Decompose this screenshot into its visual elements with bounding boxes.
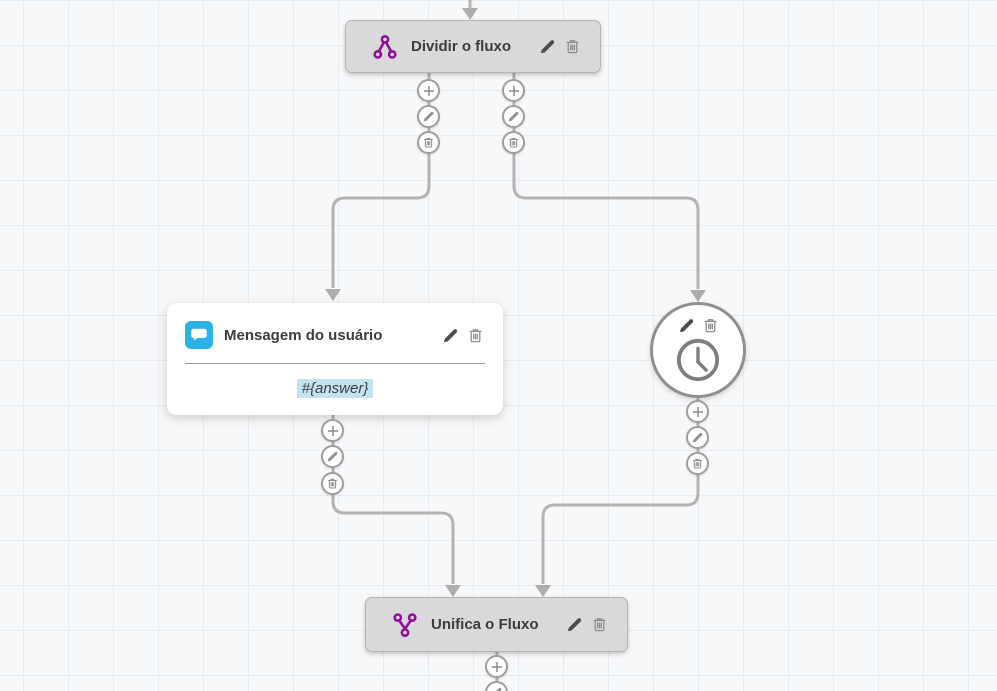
card-divider [185, 363, 485, 364]
trash-icon[interactable] [592, 617, 607, 632]
trash-icon[interactable] [565, 39, 580, 54]
arrowhead-into-timer [690, 290, 706, 302]
port-add-button[interactable] [502, 79, 525, 102]
port-edit-button[interactable] [321, 445, 344, 468]
port-edit-button[interactable] [502, 105, 525, 128]
arrowhead-into-split [462, 8, 478, 20]
node-split-flow[interactable]: Dividir o fluxo [345, 20, 601, 73]
wire-split-to-timer [512, 73, 700, 289]
trash-icon[interactable] [703, 318, 718, 333]
node-timer[interactable] [650, 302, 746, 398]
clock-icon [675, 337, 721, 383]
split-flow-icon [372, 34, 398, 60]
port-add-button[interactable] [485, 655, 508, 678]
port-delete-button[interactable] [502, 131, 525, 154]
port-add-button[interactable] [321, 419, 344, 442]
edit-icon[interactable] [540, 39, 555, 54]
message-variable-chip[interactable]: #{answer} [296, 378, 374, 398]
chat-bubble-icon [185, 321, 213, 349]
port-add-button[interactable] [417, 79, 440, 102]
trash-icon[interactable] [468, 328, 483, 343]
node-merge-flow[interactable]: Unifica o Fluxo [365, 597, 628, 652]
port-edit-button[interactable] [417, 105, 440, 128]
wire-timer-to-merge [541, 398, 700, 584]
node-title: Dividir o fluxo [411, 38, 512, 55]
arrowhead-into-message [325, 289, 341, 301]
wire-message-to-merge [331, 415, 455, 584]
edit-icon[interactable] [567, 617, 582, 632]
node-user-message[interactable]: Mensagem do usuário #{answer} [167, 303, 503, 415]
node-title: Mensagem do usuário [224, 326, 383, 344]
arrowhead-into-merge-left [445, 585, 461, 597]
arrowhead-into-merge-right [535, 585, 551, 597]
node-title: Unifica o Fluxo [431, 616, 539, 633]
port-edit-button[interactable] [686, 426, 709, 449]
port-delete-button[interactable] [686, 452, 709, 475]
edit-icon[interactable] [679, 318, 694, 333]
port-delete-button[interactable] [417, 131, 440, 154]
edit-icon[interactable] [443, 328, 458, 343]
merge-flow-icon [392, 612, 418, 638]
wire-split-to-message [331, 73, 431, 288]
port-delete-button[interactable] [321, 472, 344, 495]
port-add-button[interactable] [686, 400, 709, 423]
